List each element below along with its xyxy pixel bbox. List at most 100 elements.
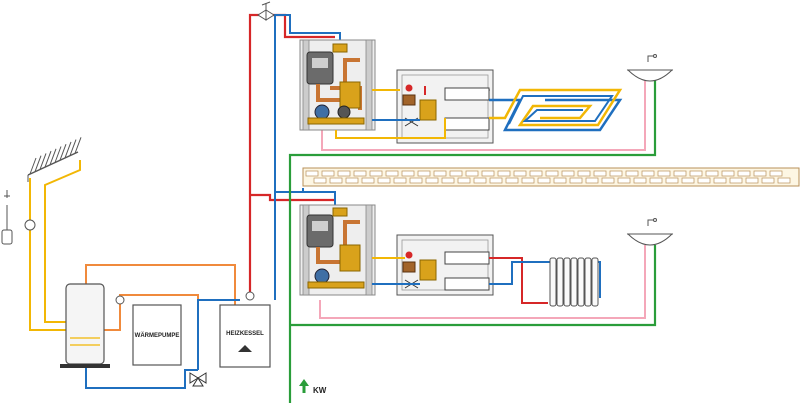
slab-brick [433,170,447,177]
slab-brick [497,170,511,177]
heat-pump-label: WÄRMEPUMPE [135,332,180,339]
slab-brick [417,170,431,177]
slab-brick [569,177,583,184]
slab-brick [705,170,719,177]
lower-apartment-station [299,204,376,296]
slab-brick [713,177,727,184]
solar-tube [74,137,82,154]
radiator-fin [577,257,585,307]
solar-tube [39,153,47,170]
solar-tube [69,139,77,156]
radiator-fin [556,257,564,307]
slab-brick [761,177,775,184]
slab-brick [641,170,655,177]
storage-tank-icon [60,283,110,368]
slab-brick [313,177,327,184]
slab-brick [665,177,679,184]
slab-brick [777,177,791,184]
slab-brick [473,177,487,184]
slab-brick [425,177,439,184]
slab-brick [353,170,367,177]
slab-brick [649,177,663,184]
cold-water-inlet: KW [299,379,327,395]
solar-tube [29,157,37,175]
slab-brick [729,177,743,184]
floor-slab-icon [302,167,800,187]
cold-water-label: KW [313,386,327,395]
slab-brick [361,177,375,184]
slab-brick [721,170,735,177]
slab-brick [537,177,551,184]
radiator-fin [591,257,599,307]
radiator-fin [563,257,571,307]
slab-brick [673,170,687,177]
slab-brick [441,177,455,184]
upper-manifold-piping [335,86,446,139]
wash-basin-icon [626,218,674,246]
boiler-label: HEIZKESSEL [226,331,264,337]
slab-brick [585,177,599,184]
slab-brick [337,170,351,177]
slab-brick [633,177,647,184]
slab-brick [745,177,759,184]
slab-brick [449,170,463,177]
slab-brick [625,170,639,177]
pressure-gauge-icon [24,219,36,231]
slab-brick [513,170,527,177]
upper-apartment-station [299,39,376,131]
expansion-vessel-icon [1,190,13,245]
heat-pump-icon: WÄRMEPUMPE [115,295,182,366]
tank-return [85,299,240,389]
slab-brick [689,170,703,177]
solar-collector-icon [27,137,82,182]
slab-brick [753,170,767,177]
slab-brick [681,177,695,184]
slab-brick [377,177,391,184]
slab-brick [409,177,423,184]
slab-brick [489,177,503,184]
slab-brick [617,177,631,184]
solar-tube [54,146,62,163]
radiator-fin [549,257,557,307]
safety-valve-icon [257,1,275,21]
slab-brick [529,170,543,177]
solar-loop [29,160,81,331]
slab-brick [697,177,711,184]
slab-brick [305,170,319,177]
main-risers [248,13,657,403]
slab-brick [737,170,751,177]
slab-brick [481,170,495,177]
underfloor-heating-icon [489,88,623,132]
radiator-fin [584,257,592,307]
solar-tube [49,148,57,165]
wash-basin-icon [626,54,674,82]
solar-tube [64,141,72,159]
slab-brick [401,170,415,177]
slab-brick [465,170,479,177]
three-way-valve-icon [189,372,207,387]
slab-brick [505,177,519,184]
slab-brick [393,177,407,184]
slab-brick [321,170,335,177]
slab-brick [601,177,615,184]
slab-brick [545,170,559,177]
slab-brick [553,177,567,184]
slab-brick [329,177,343,184]
boiler-flow [250,300,270,305]
boiler-icon: HEIZKESSEL [219,291,271,368]
slab-brick [593,170,607,177]
solar-tube [59,144,67,161]
slab-brick [561,170,575,177]
slab-brick [521,177,535,184]
slab-brick [577,170,591,177]
slab-brick [345,177,359,184]
radiator-fin [570,257,578,307]
solar-tube [34,155,42,172]
lower-radiator-piping [372,257,601,304]
slab-brick [457,177,471,184]
slab-brick [769,170,783,177]
manifold-icon [396,234,494,296]
slab-brick [657,170,671,177]
solar-tube [44,150,52,168]
